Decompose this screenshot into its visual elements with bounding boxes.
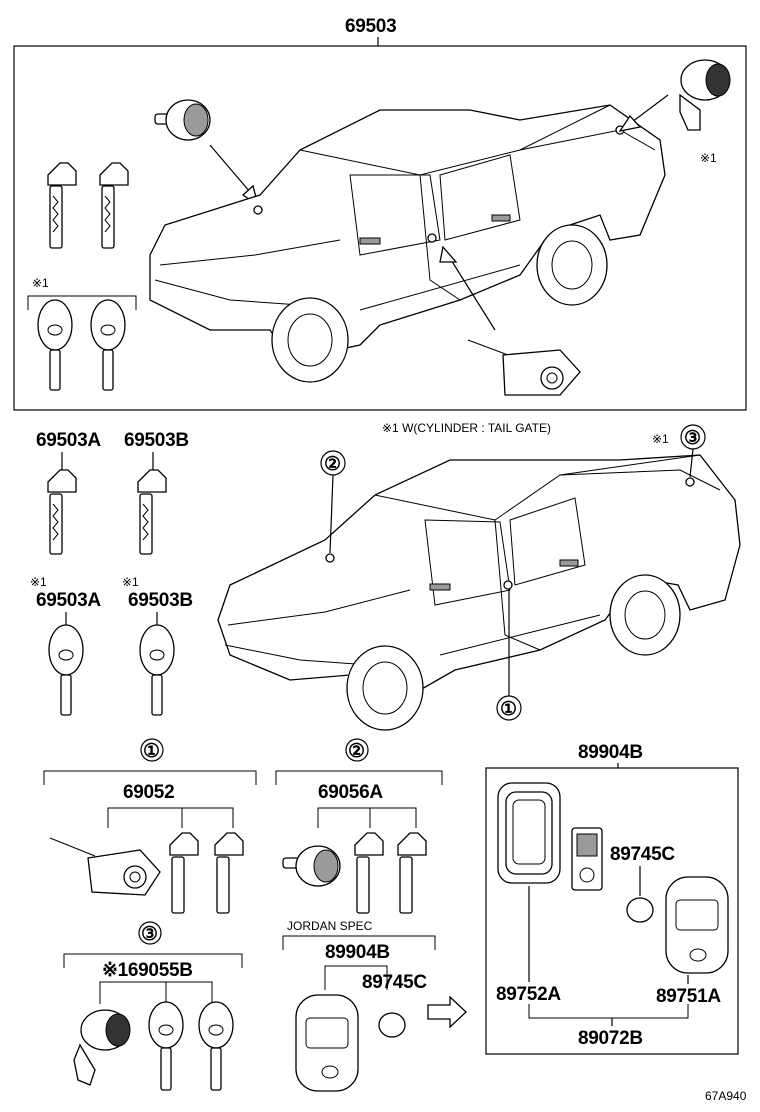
callout-circle <box>140 738 164 762</box>
part-number-89752a[interactable]: 89752A <box>496 984 562 1005</box>
arrow-head <box>618 114 642 132</box>
blade-key-g1-1[interactable] <box>169 832 199 914</box>
part-number-89904b-jordan[interactable]: 89904B <box>325 942 390 963</box>
footnote-mark: ※1 <box>700 151 717 165</box>
bracket <box>43 770 257 785</box>
arrow-icon <box>427 995 467 1029</box>
part-number-69052[interactable]: 69052 <box>123 782 175 803</box>
bracket <box>282 935 436 950</box>
figure-id: 67A940 <box>705 1089 747 1103</box>
tailgate-cylinder-top[interactable] <box>679 59 731 131</box>
footnote-mark: ※1 <box>122 575 139 589</box>
smart-key-cover-89751a[interactable] <box>665 876 729 974</box>
marker-dot <box>325 553 335 563</box>
leader-line <box>329 474 334 554</box>
part-number-69503a[interactable]: 69503A <box>36 430 102 451</box>
remote-key-top-left-1[interactable] <box>37 299 73 391</box>
door-lock-cylinder-g1[interactable] <box>49 837 161 896</box>
bracket <box>275 770 443 785</box>
bracket <box>528 1004 689 1019</box>
blade-key-top-left-1[interactable] <box>47 162 77 249</box>
part-number-69056a[interactable]: 69056A <box>318 782 384 803</box>
bracket <box>324 965 388 990</box>
remote-key-69503b[interactable] <box>139 624 175 716</box>
group-3-number[interactable]: ③ <box>141 924 158 945</box>
bracket <box>107 807 234 828</box>
arrow-line <box>447 254 496 331</box>
pickup-truck-middle <box>217 454 741 731</box>
marker-dot <box>253 205 263 215</box>
footnote-mark: ※1 <box>652 432 669 446</box>
battery-89745c[interactable] <box>626 897 654 923</box>
callout-1[interactable]: ① <box>500 699 517 720</box>
part-number-69503b-remote[interactable]: 69503B <box>128 590 193 611</box>
smart-key-jordan[interactable] <box>295 994 359 1092</box>
door-lock-actuator-top[interactable] <box>467 339 581 396</box>
remote-key-69503a[interactable] <box>48 624 84 716</box>
marker-dot <box>503 580 513 590</box>
bracket <box>63 953 243 968</box>
tailgate-cylinder-g3[interactable] <box>73 1009 131 1086</box>
remote-key-top-left-2[interactable] <box>90 299 126 391</box>
remote-key-g3-1[interactable] <box>148 1001 184 1091</box>
marker-dot <box>427 233 437 243</box>
blade-key-g1-2[interactable] <box>214 832 244 914</box>
pickup-truck-top <box>149 104 666 383</box>
remote-box <box>485 767 739 1055</box>
footnote-mark: ※1 <box>32 276 49 290</box>
part-number-69503[interactable]: 69503 <box>345 16 397 37</box>
part-number-69055b[interactable]: ※169055B <box>102 960 193 981</box>
part-number-89745c[interactable]: 89745C <box>610 844 676 865</box>
leader-line <box>689 448 694 478</box>
callout-circle <box>138 921 162 945</box>
part-number-89745c-jordan[interactable]: 89745C <box>362 972 428 993</box>
bracket <box>99 981 213 1004</box>
callout-2[interactable]: ② <box>324 454 341 475</box>
blade-key-g2-2[interactable] <box>397 832 427 914</box>
jordan-spec-note: JORDAN SPEC <box>287 919 373 933</box>
part-number-89072b[interactable]: 89072B <box>578 1028 643 1049</box>
bracket <box>317 807 417 828</box>
part-number-89904b[interactable]: 89904B <box>578 742 643 763</box>
key-module[interactable] <box>571 827 603 891</box>
part-number-69503b[interactable]: 69503B <box>124 430 189 451</box>
part-number-69503a-remote[interactable]: 69503A <box>36 590 102 611</box>
footnote-mark: ※1 <box>30 575 47 589</box>
bracket <box>27 295 137 310</box>
remote-key-g3-2[interactable] <box>198 1001 234 1091</box>
marker-dot <box>685 477 695 487</box>
group-2-number[interactable]: ② <box>348 741 365 762</box>
part-number-89751a[interactable]: 89751A <box>656 986 722 1007</box>
callout-3[interactable]: ③ <box>684 428 701 449</box>
assembly-box <box>13 45 747 411</box>
blade-key-69503b[interactable] <box>137 469 167 555</box>
blade-key-69503a[interactable] <box>47 469 77 555</box>
callout-circle <box>345 738 369 762</box>
blade-key-top-left-2[interactable] <box>99 162 129 249</box>
arrow-line <box>209 144 251 193</box>
battery-jordan[interactable] <box>378 1012 406 1038</box>
ignition-cylinder-top[interactable] <box>154 99 211 141</box>
arrow-head <box>439 245 458 263</box>
group-1-number[interactable]: ① <box>143 741 160 762</box>
blade-key-g2-1[interactable] <box>354 832 384 914</box>
arrow-line <box>627 94 669 126</box>
ignition-cylinder-g2[interactable] <box>282 845 341 887</box>
key-case-89752a[interactable] <box>497 782 561 884</box>
note-w-cylinder: ※1 W(CYLINDER : TAIL GATE) <box>382 421 551 435</box>
